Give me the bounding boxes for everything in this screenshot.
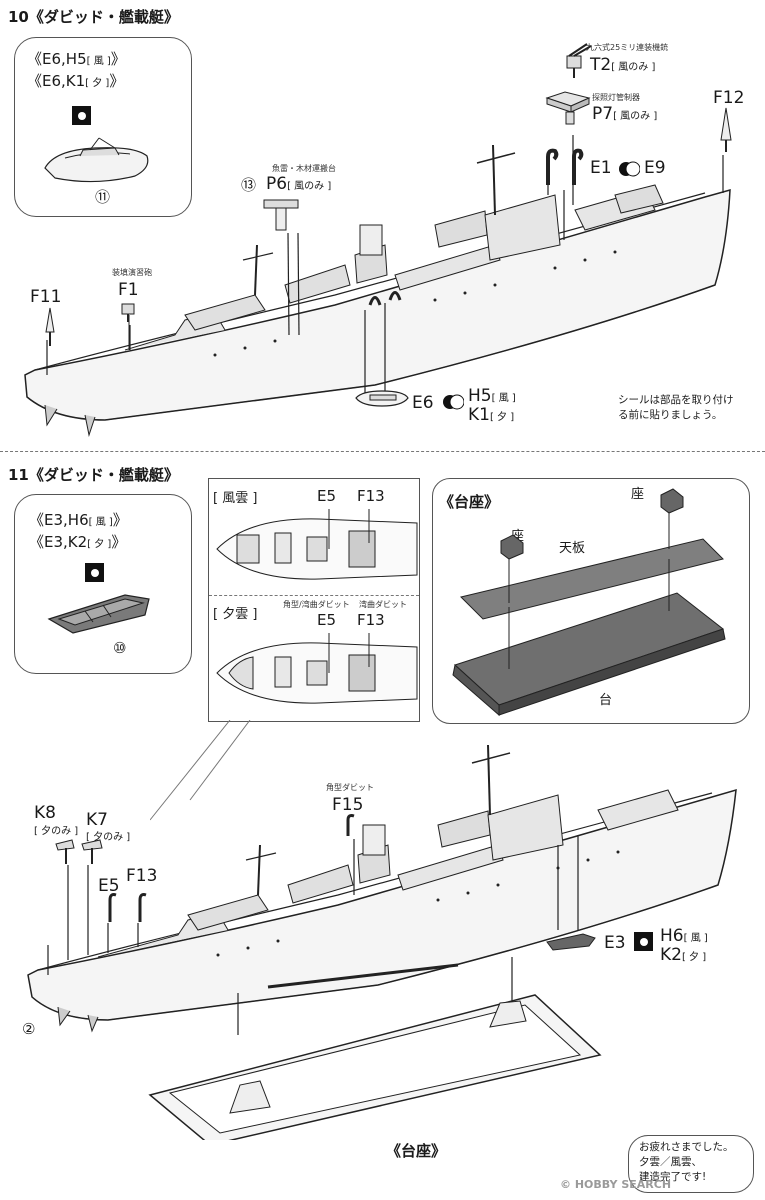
davit-caption-2: 湾曲ダビット <box>359 600 407 609</box>
part-ref-10: ⑩ <box>113 639 127 657</box>
step-11-title: 《ダビッド・艦載艇》 <box>28 466 179 484</box>
p6-rack-part <box>263 199 299 231</box>
tenban-label: 天板 <box>559 541 586 556</box>
callout-10-line2: 《E6,K1[ 夕 ]》 <box>27 72 125 90</box>
k7-tag: [ 夕のみ ] <box>86 832 131 843</box>
detail-panels: [ 風雲 ] E5 F13 [ 夕雲 ] 角型/湾曲ダビット 湾曲ダビット E5… <box>208 478 420 722</box>
e1-label: E1 <box>590 158 612 178</box>
t2-gun-part <box>566 43 592 78</box>
paint-dot-icon <box>618 160 641 178</box>
cutter-boat-illustration <box>47 594 150 634</box>
panel-divider <box>209 595 419 596</box>
step-10-number: 10 <box>8 8 29 26</box>
h6-label: H6[ 風 ] <box>660 926 708 946</box>
f13-main-label: F13 <box>126 866 158 886</box>
finish-line1: お疲れさまでした。 <box>639 1141 734 1153</box>
za-label-1: 座 <box>631 487 645 502</box>
bottom-stand-illustration <box>148 994 602 1140</box>
k1-label: K1[ 夕 ] <box>468 405 515 425</box>
finish-line2: 夕雲／風雲、 <box>639 1156 702 1168</box>
e6-boat-part <box>355 390 409 407</box>
stand-callout: 《台座》 座 座 天板 台 <box>432 478 750 724</box>
step-10-title: 《ダビッド・艦載艇》 <box>28 8 179 26</box>
f15-caption: 角型ダビット <box>326 783 374 792</box>
yugumo-deck-plan <box>216 633 418 704</box>
paint-dot-icon-e6 <box>442 393 465 411</box>
step-10-heading: 10《ダビッド・艦載艇》 <box>8 6 179 27</box>
panel-kazagumo-label: [ 風雲 ] <box>213 491 258 506</box>
k8-label: K8 <box>34 803 56 823</box>
davit-caption-1: 角型/湾曲ダビット <box>283 600 350 609</box>
step-11-callout: 《E3,H6[ 風 ]》 《E3,K2[ 夕 ]》 ⑩ <box>14 494 192 674</box>
f12-jackstaff-part <box>720 107 732 152</box>
f11-label: F11 <box>30 287 62 307</box>
k8-tag: [ 夕のみ ] <box>34 826 79 837</box>
paint-icon <box>72 106 91 125</box>
callout-11-line1: 《E3,H6[ 風 ]》 <box>29 511 128 529</box>
k7-label: K7 <box>86 810 108 830</box>
step-11-number: 11 <box>8 466 29 484</box>
motor-launch-boat-illustration <box>44 137 149 183</box>
p7-label: P7[ 風のみ ] <box>592 104 658 124</box>
f11-flagstaff-part <box>45 307 55 346</box>
panel-f13-label-2: F13 <box>357 611 385 629</box>
part-ref-13: ⑬ <box>241 176 257 194</box>
kazagumo-deck-plan <box>216 509 418 580</box>
part-ref-11: ⑪ <box>95 188 111 206</box>
e5-f13-davit-parts <box>108 893 147 922</box>
k2-label: K2[ 夕 ] <box>660 945 707 965</box>
decal-note: シールは部品を取り付け る前に貼りましょう。 <box>618 393 734 423</box>
decal-note-line1: シールは部品を取り付け <box>618 394 734 406</box>
bottom-stand-label: 《台座》 <box>386 1142 447 1160</box>
panel-e5-label-2: E5 <box>317 611 337 629</box>
t2-label: T2[ 風のみ ] <box>590 55 656 75</box>
p7-director-part <box>545 91 591 125</box>
watermark: © HOBBY SEARCH <box>560 1178 672 1191</box>
finish-text: お疲れさまでした。 夕雲／風雲、 建造完了です! <box>639 1140 734 1185</box>
step-divider <box>0 451 765 452</box>
f15-label: F15 <box>332 795 364 815</box>
panel-e5-label: E5 <box>317 487 337 505</box>
f1-drill-gun-part <box>121 303 135 322</box>
e9-label: E9 <box>644 158 666 178</box>
f1-label: F1 <box>118 280 139 300</box>
paint-icon-11 <box>85 563 104 582</box>
dai-label: 台 <box>599 693 613 708</box>
finish-line3: 建造完了です! <box>639 1171 707 1183</box>
step-11-heading: 11《ダビッド・艦載艇》 <box>8 464 179 485</box>
e3-boat-part <box>546 933 596 951</box>
t2-caption: 九六式25ミリ連装機銃 <box>586 43 669 52</box>
stand-assembly-illustration <box>452 488 726 717</box>
e1-e9-davit-parts <box>546 148 584 185</box>
ship-hull-step11 <box>27 744 737 1035</box>
decal-note-line2: る前に貼りましょう。 <box>618 409 723 421</box>
f1-caption: 装填演習砲 <box>112 268 152 277</box>
p6-label: P6[ 風のみ ] <box>266 174 332 194</box>
p6-caption: 魚雷・木材運搬台 <box>272 164 336 173</box>
panel-f13-label: F13 <box>357 487 385 505</box>
f15-davit-part <box>346 814 355 836</box>
paint-icon-e3 <box>634 932 653 951</box>
callout-pointer <box>150 720 251 821</box>
part-ref-2: ② <box>22 1020 36 1038</box>
k8-k7-davit-parts <box>55 839 103 864</box>
h5-label: H5[ 風 ] <box>468 386 516 406</box>
stand-title: 《台座》 <box>439 493 500 511</box>
panel-yugumo-label: [ 夕雲 ] <box>213 607 258 622</box>
finish-bubble: お疲れさまでした。 夕雲／風雲、 建造完了です! <box>628 1135 754 1193</box>
callout-10-line1: 《E6,H5[ 風 ]》 <box>27 50 126 68</box>
ship-hull-step10 <box>24 135 731 437</box>
e3-label: E3 <box>604 933 626 953</box>
e5-main-label: E5 <box>98 876 120 896</box>
callout-11-line2: 《E3,K2[ 夕 ]》 <box>29 533 127 551</box>
step-10-callout: 《E6,H5[ 風 ]》 《E6,K1[ 夕 ]》 ⑪ <box>14 37 192 217</box>
f12-label: F12 <box>713 88 745 108</box>
e6-label: E6 <box>412 393 434 413</box>
p7-caption: 探照灯管制器 <box>592 93 640 102</box>
